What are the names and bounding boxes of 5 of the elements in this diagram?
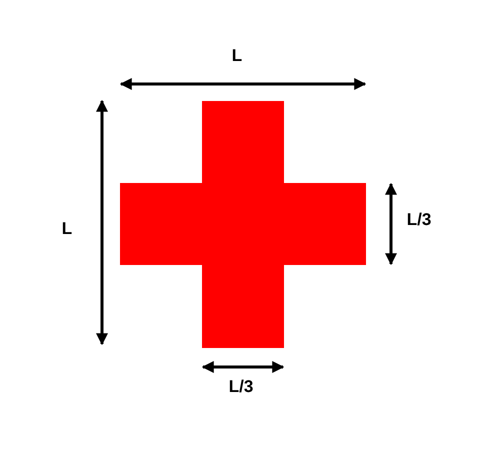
dimension-label: L/3: [406, 210, 432, 230]
dimension-label: L: [232, 46, 242, 66]
dimension-label: L: [62, 219, 72, 239]
cross-shape: [120, 101, 366, 348]
dimension-label: L/3: [228, 377, 254, 397]
